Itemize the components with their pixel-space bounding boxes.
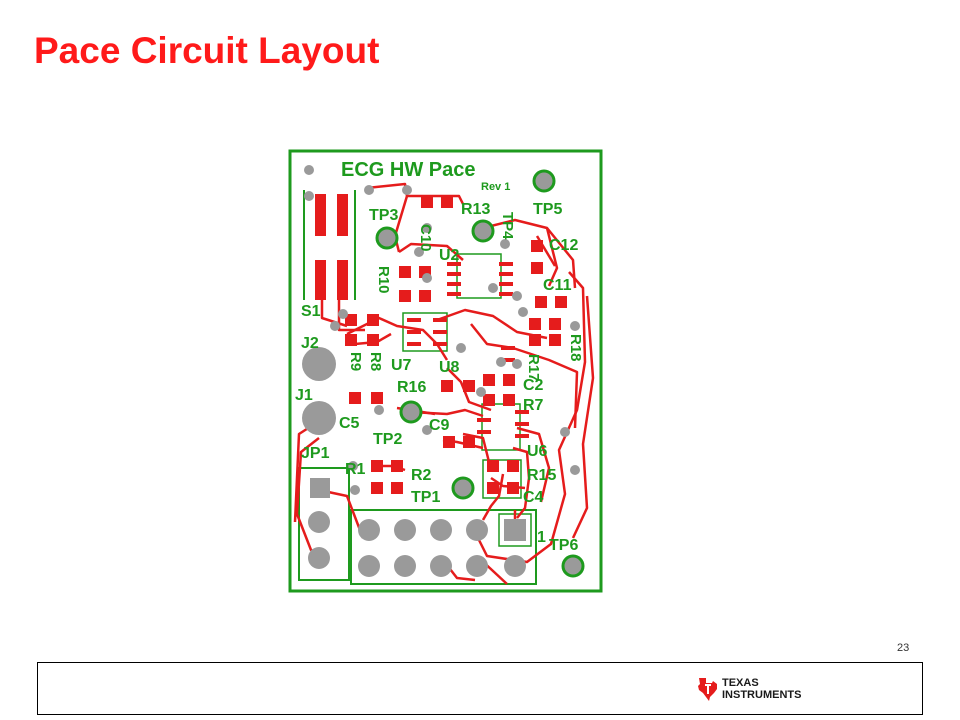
label-c5: C5 — [339, 415, 360, 432]
ti-brand-line2: INSTRUMENTS — [722, 689, 802, 701]
board-revision: Rev 1 — [481, 181, 510, 193]
label-r17: R17 — [525, 354, 542, 382]
jp1-header-outline — [298, 467, 350, 581]
pcb-layout-figure: ECG HW Pace Rev 1 TP3 R13 TP5 TP4 C10 U2… — [287, 148, 605, 594]
label-tp4: TP4 — [499, 212, 516, 240]
label-j1: J1 — [295, 387, 313, 404]
texas-instruments-logo: TEXAS INSTRUMENTS — [697, 675, 817, 705]
label-c12: C12 — [549, 237, 578, 254]
label-r2: R2 — [411, 467, 432, 484]
label-pin1: 1 — [537, 529, 546, 546]
label-r8: R8 — [367, 352, 384, 371]
j-connector-pads — [302, 347, 336, 435]
test-points — [375, 169, 585, 578]
label-r9: R9 — [347, 352, 364, 371]
ic-pin-pads — [407, 262, 529, 438]
label-c4: C4 — [523, 489, 544, 506]
ti-brand-line1: TEXAS — [722, 677, 759, 689]
label-c10: C10 — [417, 224, 434, 252]
label-r13: R13 — [461, 201, 490, 218]
label-tp1: TP1 — [411, 489, 440, 506]
label-r1: R1 — [345, 461, 366, 478]
vias — [304, 165, 580, 495]
footer-bar — [37, 662, 923, 715]
page-number: 23 — [897, 642, 910, 654]
label-c2: C2 — [523, 377, 544, 394]
label-u2: U2 — [439, 247, 460, 264]
board-title: ECG HW Pace — [341, 159, 475, 181]
label-s1: S1 — [301, 303, 321, 320]
label-tp6: TP6 — [549, 537, 578, 554]
label-u8: U8 — [439, 359, 460, 376]
switch-s1-outline — [303, 190, 356, 300]
label-c9: C9 — [429, 417, 450, 434]
label-tp5: TP5 — [533, 201, 562, 218]
label-r10: R10 — [375, 266, 392, 294]
slide-title: Pace Circuit Layout — [34, 30, 380, 71]
label-j2: J2 — [301, 335, 319, 352]
label-r7: R7 — [523, 397, 544, 414]
connector-outline — [350, 509, 537, 585]
label-r16: R16 — [397, 379, 426, 396]
label-jp1: JP1 — [301, 445, 330, 462]
smd-pads — [345, 196, 567, 494]
label-c11: C11 — [543, 277, 572, 294]
label-u7: U7 — [391, 357, 412, 374]
texas-state-icon — [698, 678, 717, 701]
label-r15: R15 — [527, 467, 556, 484]
header-pins — [308, 478, 526, 577]
label-r18: R18 — [567, 334, 584, 362]
switch-s1-pads — [315, 194, 348, 300]
label-tp3: TP3 — [369, 207, 398, 224]
label-u6: U6 — [527, 443, 548, 460]
label-tp2: TP2 — [373, 431, 402, 448]
